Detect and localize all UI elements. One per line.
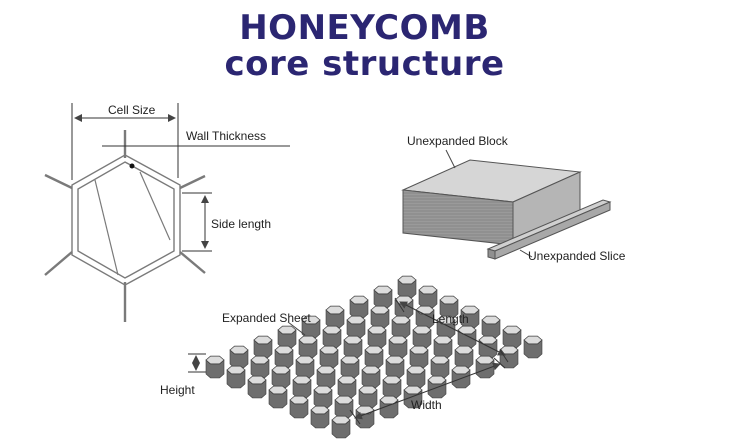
honeycomb-cell [298, 335, 318, 359]
honeycomb-cell [382, 375, 402, 399]
honeycomb-cell [379, 395, 399, 419]
honeycomb-cell [340, 355, 360, 379]
slice-side [494, 201, 611, 260]
hexagon-cell-diagram: Cell Size Wall Thickness Side length [44, 103, 290, 322]
honeycomb-cell [343, 335, 363, 359]
honeycomb-cell [313, 385, 333, 409]
unexpanded-block-label: Unexpanded Block [407, 134, 509, 148]
honeycomb-cell [325, 305, 345, 329]
honeycomb-cell [430, 355, 450, 379]
honeycomb-cell [274, 345, 294, 369]
honeycomb-cell [502, 325, 522, 349]
honeycomb-cell [205, 355, 225, 379]
width-label: Width [411, 398, 442, 412]
honeycomb-cell [226, 365, 246, 389]
wall-thickness-label: Wall Thickness [186, 129, 266, 143]
honeycomb-cell [250, 355, 270, 379]
honeycomb-cell [349, 295, 369, 319]
expanded-sheet-diagram: Expanded Sheet Length Width Height [160, 275, 543, 439]
honeycomb-cell [301, 315, 321, 339]
side-length-label: Side length [211, 217, 271, 231]
honeycomb-cell [331, 415, 351, 439]
cell-size-label: Cell Size [108, 103, 156, 117]
honeycomb-cell [397, 275, 417, 299]
honeycomb-cell [268, 385, 288, 409]
honeycomb-cell [388, 335, 408, 359]
honeycomb-cell [319, 345, 339, 369]
unexpanded-slice-label: Unexpanded Slice [528, 249, 626, 263]
title-line-1: HONEYCOMB [239, 8, 490, 48]
honeycomb-cell [253, 335, 273, 359]
honeycomb-cells [205, 275, 543, 439]
unexpanded-block-diagram: Unexpanded Block Unexpanded Slice [401, 134, 626, 263]
honeycomb-cell [337, 375, 357, 399]
honeycomb-cell [361, 365, 381, 389]
honeycomb-cell [358, 385, 378, 409]
honeycomb-cell [457, 325, 477, 349]
honeycomb-cell [373, 285, 393, 309]
honeycomb-cell [322, 325, 342, 349]
honeycomb-cell [391, 315, 411, 339]
honeycomb-cell [523, 335, 543, 359]
honeycomb-cell [478, 335, 498, 359]
honeycomb-cell [367, 325, 387, 349]
honeycomb-cell [277, 325, 297, 349]
hexagon-inner-wall [77, 161, 175, 279]
honeycomb-cell [229, 345, 249, 369]
honeycomb-cell [247, 375, 267, 399]
honeycomb-cell [334, 395, 354, 419]
honeycomb-cell [370, 305, 390, 329]
height-label: Height [160, 383, 195, 397]
honeycomb-cell [289, 395, 309, 419]
honeycomb-cell [433, 335, 453, 359]
hexagon-outer-wall [71, 154, 181, 286]
honeycomb-cell [295, 355, 315, 379]
length-label: Length [432, 312, 469, 326]
honeycomb-cell [385, 355, 405, 379]
honeycomb-cell [418, 285, 438, 309]
honeycomb-cell [499, 345, 519, 369]
honeycomb-cell [292, 375, 312, 399]
title-line-2: core structure [224, 44, 505, 84]
honeycomb-cell [310, 405, 330, 429]
honeycomb-cell [346, 315, 366, 339]
honeycomb-cell [364, 345, 384, 369]
honeycomb-cell [454, 345, 474, 369]
honeycomb-cell [271, 365, 291, 389]
honeycomb-cell [481, 315, 501, 339]
honeycomb-cell [412, 325, 432, 349]
expanded-sheet-label: Expanded Sheet [222, 311, 311, 325]
honeycomb-cell [316, 365, 336, 389]
slice-front [487, 248, 496, 260]
honeycomb-cell [409, 345, 429, 369]
honeycomb-cell [406, 365, 426, 389]
honeycomb-cell [451, 365, 471, 389]
